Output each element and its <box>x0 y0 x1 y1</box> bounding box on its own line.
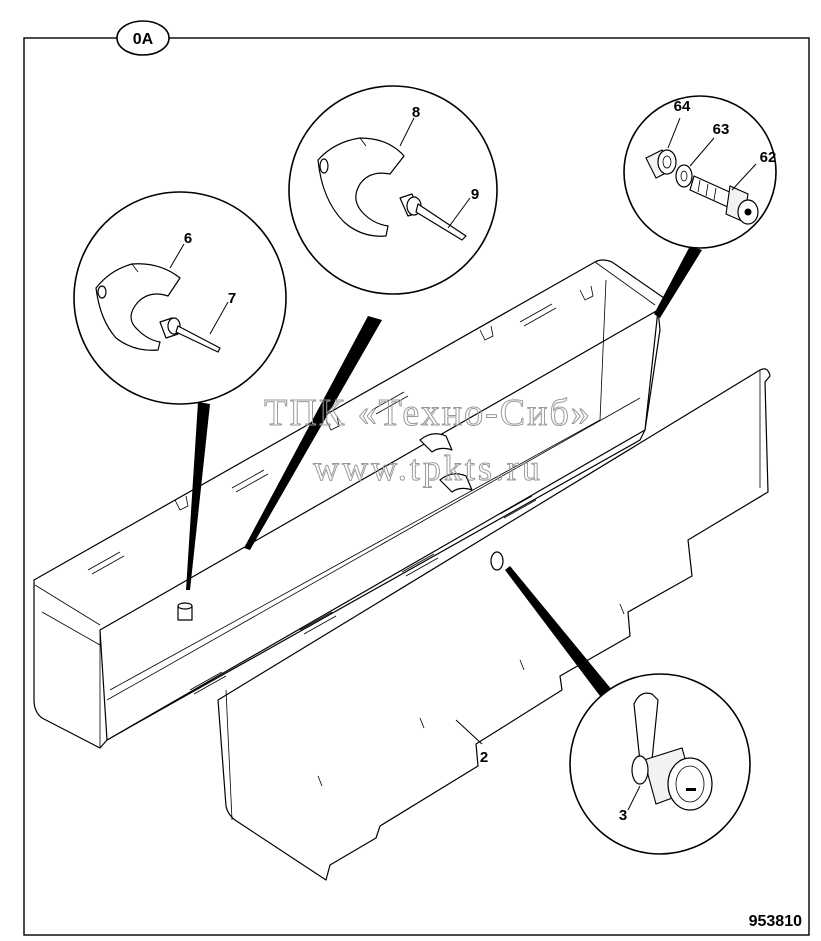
cap-screw <box>689 175 759 225</box>
spacer-bushing <box>645 149 677 179</box>
detail-circle-fasteners <box>623 95 777 249</box>
callout-6: 6 <box>184 230 192 247</box>
rim-slots <box>87 285 594 695</box>
detail-circle-clip-rivet-small <box>73 191 287 405</box>
drawing-number: 953810 <box>749 913 802 930</box>
washer <box>675 164 693 188</box>
callout-62: 62 <box>760 149 777 166</box>
callout-2: 2 <box>480 749 488 766</box>
drawing-frame <box>23 37 810 936</box>
section-id: 0A <box>133 31 154 48</box>
callout-63: 63 <box>713 121 730 138</box>
watermark-url: www.tpkts.ru <box>313 448 543 488</box>
watermark-company: ТПК «Техно-Сиб» <box>264 392 592 434</box>
spacer-stub <box>177 602 193 621</box>
callout-8: 8 <box>412 104 420 121</box>
callout-9: 9 <box>471 186 479 203</box>
section-badge: 0A <box>116 20 170 56</box>
callout-7: 7 <box>228 290 236 307</box>
lock-hole <box>490 551 504 571</box>
callout-64: 64 <box>674 98 691 115</box>
detail-circle-clip-rivet-large <box>288 85 498 295</box>
leader-wedges <box>186 246 702 696</box>
leader-2 <box>455 719 483 745</box>
detail-circle-lock <box>569 673 751 855</box>
toolbox-body <box>33 259 665 749</box>
cam-lock <box>631 692 713 811</box>
callout-3: 3 <box>619 807 627 824</box>
toolbox-lid <box>217 368 771 881</box>
